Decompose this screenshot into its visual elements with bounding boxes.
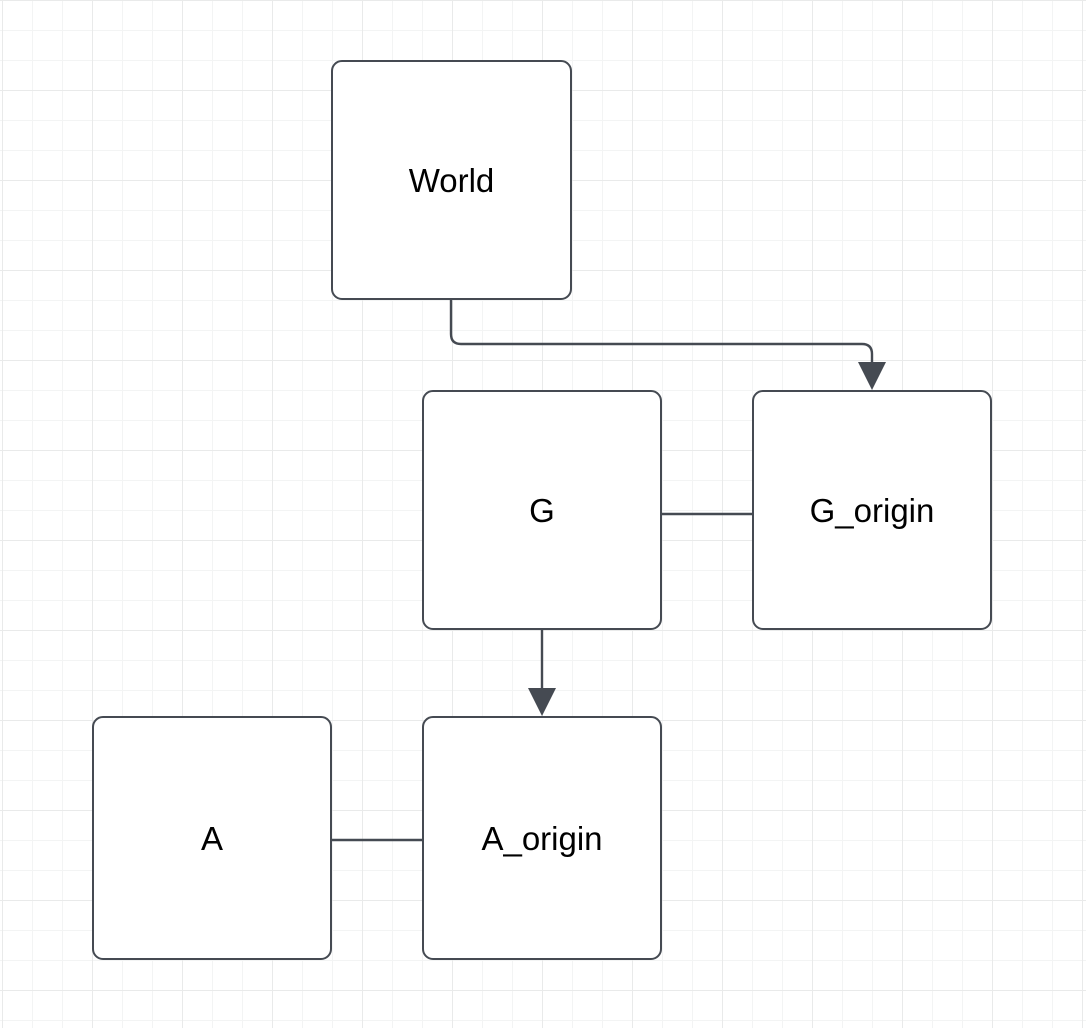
edge-world-to-g-origin [449, 300, 886, 390]
node-label-g: G [529, 491, 555, 529]
node-g-origin[interactable]: G_origin [752, 390, 992, 630]
arrowhead-icon [528, 688, 556, 716]
node-label-a: A [200, 819, 223, 857]
node-g[interactable]: G [422, 390, 662, 630]
node-a-origin[interactable]: A_origin [422, 716, 662, 960]
node-a[interactable]: A [92, 716, 332, 960]
node-label-g-origin: G_origin [809, 491, 935, 529]
arrowhead-icon [858, 362, 886, 390]
node-label-a-origin: A_origin [481, 819, 603, 857]
node-world[interactable]: World [331, 60, 572, 300]
node-label-world: World [408, 161, 495, 199]
edge-g-to-a-origin [528, 630, 556, 716]
